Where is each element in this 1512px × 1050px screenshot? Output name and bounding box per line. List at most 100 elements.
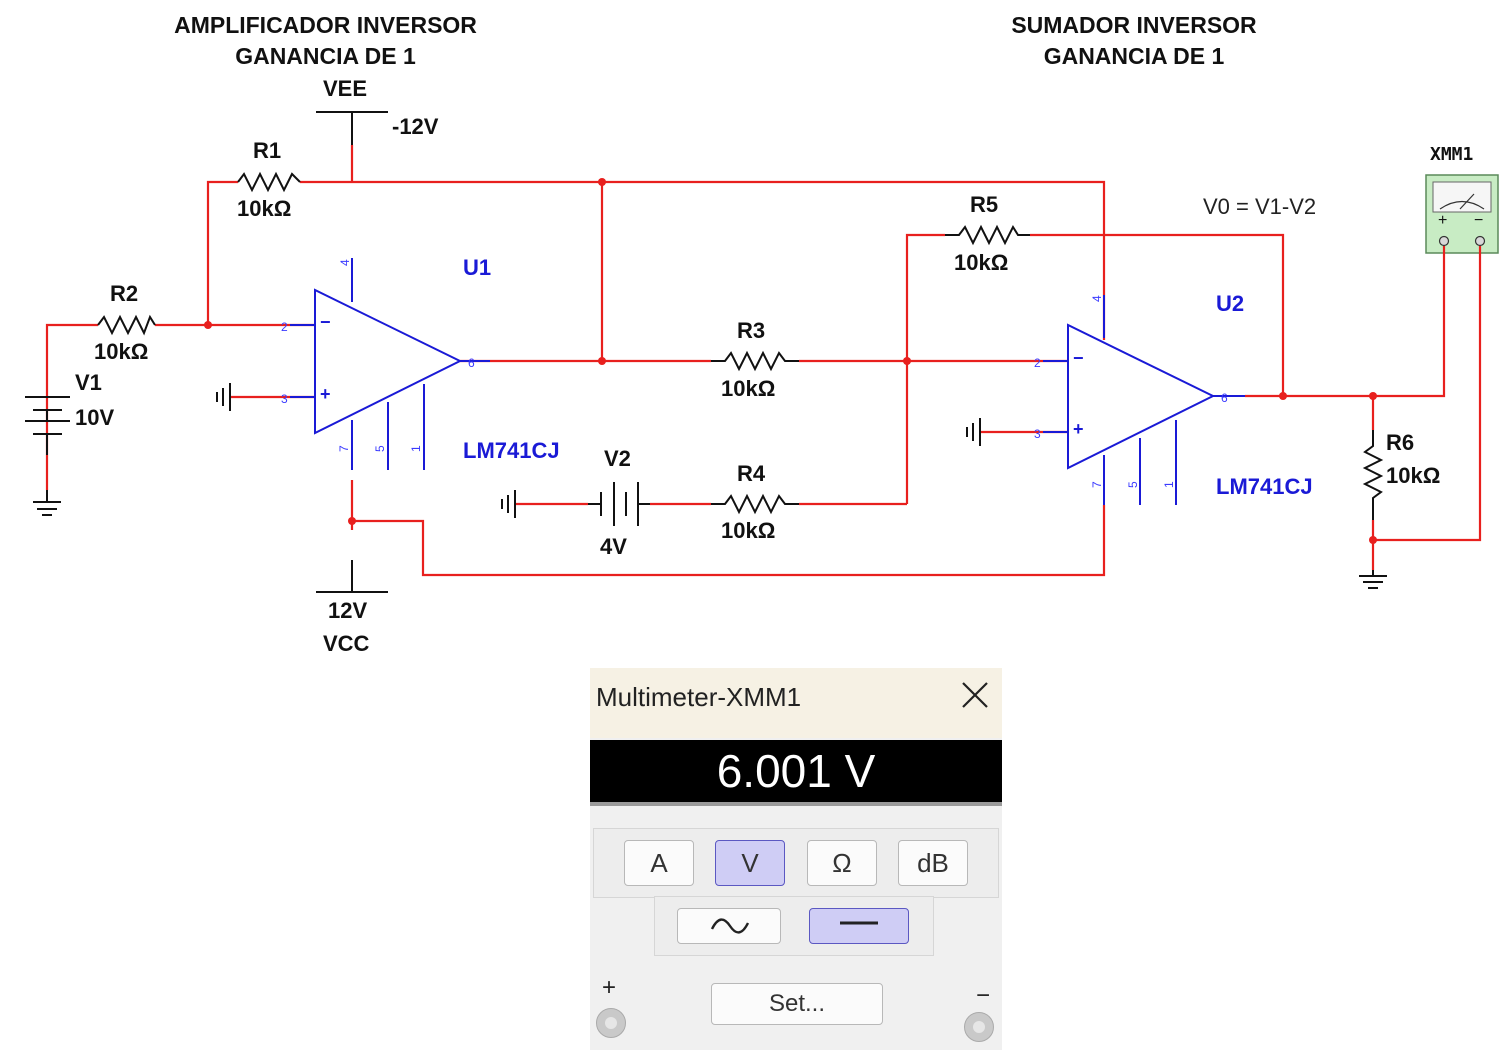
junction-dot	[903, 357, 911, 365]
resistor-r1	[237, 171, 301, 193]
resistors	[97, 171, 1384, 520]
r1-name: R1	[253, 138, 282, 163]
vcc-value: 12V	[328, 598, 368, 623]
r2-value: 10kΩ	[94, 339, 149, 364]
settings-button[interactable]: Set...	[711, 983, 883, 1025]
title-summing-amplifier: SUMADOR INVERSOR GANANCIA DE 1	[985, 10, 1283, 72]
title-line: SUMADOR INVERSOR	[1011, 12, 1257, 38]
positive-terminal[interactable]	[596, 1008, 626, 1038]
ground-icon	[1359, 570, 1387, 589]
wire-r1-to-top-bus	[300, 180, 1106, 340]
divider	[590, 802, 1002, 806]
output-formula: V0 = V1-V2	[1203, 194, 1317, 219]
u1-pin-6: 6	[468, 356, 475, 370]
wire-vcc-bus	[350, 480, 1106, 577]
v1-value: 10V	[75, 405, 115, 430]
r1-value: 10kΩ	[237, 196, 292, 221]
u2-pin-3: 3	[1034, 427, 1041, 441]
u2-pin-2: 2	[1034, 356, 1041, 370]
mode-button-decibel[interactable]: dB	[898, 840, 968, 886]
u2-pin-6: 6	[1221, 391, 1228, 405]
circuit-schematic	[25, 111, 1499, 593]
u1-pin-7: 7	[337, 445, 351, 452]
mode-button-volt[interactable]: V	[715, 840, 785, 886]
ground-icon	[501, 490, 516, 518]
u1-part: LM741CJ	[463, 438, 560, 463]
dc-line-icon	[840, 921, 878, 925]
u2-pin-4: 4	[1090, 295, 1104, 302]
signal-type-group	[654, 896, 934, 956]
resistor-r2	[97, 314, 156, 336]
grounds	[33, 383, 1387, 589]
u1-name: U1	[463, 255, 492, 280]
u2-name: U2	[1216, 291, 1245, 316]
junctions	[204, 178, 1377, 544]
mode-button-ampere[interactable]: A	[624, 840, 694, 886]
u2-part: LM741CJ	[1216, 474, 1313, 499]
multimeter-reading-display: 6.001 V	[590, 740, 1002, 802]
u2-plus-sign: +	[1073, 419, 1084, 439]
u2-minus-sign: −	[1073, 348, 1084, 368]
r3-name: R3	[737, 318, 766, 343]
u1-pin-2: 2	[281, 320, 288, 334]
u1-pin-5: 5	[373, 445, 387, 452]
r5-value: 10kΩ	[954, 250, 1009, 275]
sine-wave-icon	[710, 918, 750, 934]
negative-terminal[interactable]	[964, 1012, 994, 1042]
xmm1-label: XMM1	[1430, 144, 1474, 165]
negative-terminal-label: −	[976, 982, 991, 1009]
r6-name: R6	[1386, 430, 1415, 455]
multimeter-xmm1-icon	[1425, 174, 1499, 262]
ac-mode-button[interactable]	[677, 908, 781, 944]
v2-name: V2	[604, 446, 631, 471]
wire-r6-bottom	[1371, 262, 1482, 542]
u2-pin-5: 5	[1126, 481, 1140, 488]
junction-dot	[598, 178, 606, 186]
opamp-u1	[290, 258, 490, 470]
u1-pin-3: 3	[281, 392, 288, 406]
v2-value: 4V	[600, 534, 627, 559]
junction-dot	[204, 321, 212, 329]
ground-icon	[33, 490, 61, 516]
u1-pin-1: 1	[409, 445, 423, 452]
multimeter-title-bar[interactable]: Multimeter-XMM1	[590, 668, 1002, 738]
battery-v2	[588, 482, 650, 526]
vee-value: -12V	[392, 114, 439, 139]
junction-dot	[598, 357, 606, 365]
opamp-u2	[1043, 295, 1245, 505]
multimeter-window: Multimeter-XMM1 6.001 V A V Ω dB + Set..…	[590, 668, 1002, 1050]
junction-dot	[1369, 392, 1377, 400]
u2-pin-1: 1	[1162, 481, 1176, 488]
u1-plus-sign: +	[320, 384, 331, 404]
r4-value: 10kΩ	[721, 518, 776, 543]
title-line: AMPLIFICADOR INVERSOR	[174, 12, 477, 38]
junction-dot	[1369, 536, 1377, 544]
title-inverting-amplifier: AMPLIFICADOR INVERSOR GANANCIA DE 1	[148, 10, 503, 72]
u1-minus-sign: −	[320, 312, 331, 332]
close-icon	[962, 682, 988, 708]
mode-button-ohm[interactable]: Ω	[807, 840, 877, 886]
battery-v1	[25, 396, 70, 455]
title-line: GANANCIA DE 1	[235, 43, 416, 69]
resistor-r5	[945, 224, 1030, 246]
resistor-r6	[1362, 430, 1384, 520]
wire-r1-loop	[206, 180, 238, 325]
r5-name: R5	[970, 192, 999, 217]
positive-terminal-label: +	[602, 974, 617, 1001]
dc-mode-button[interactable]	[809, 908, 909, 944]
vee-label: VEE	[323, 76, 368, 101]
r3-value: 10kΩ	[721, 376, 776, 401]
r6-value: 10kΩ	[1386, 463, 1441, 488]
ground-icon	[216, 383, 231, 411]
r2-name: R2	[110, 281, 139, 306]
wire-r5-right	[1030, 233, 1285, 396]
power-rails	[316, 111, 388, 593]
v1-name: V1	[75, 370, 102, 395]
wire-u2-out	[1245, 262, 1446, 398]
r4-name: R4	[737, 461, 766, 486]
resistor-r4	[711, 493, 799, 515]
junction-dot	[348, 517, 356, 525]
close-button[interactable]	[958, 678, 992, 712]
ground-icon	[966, 418, 981, 446]
junction-dot	[1279, 392, 1287, 400]
